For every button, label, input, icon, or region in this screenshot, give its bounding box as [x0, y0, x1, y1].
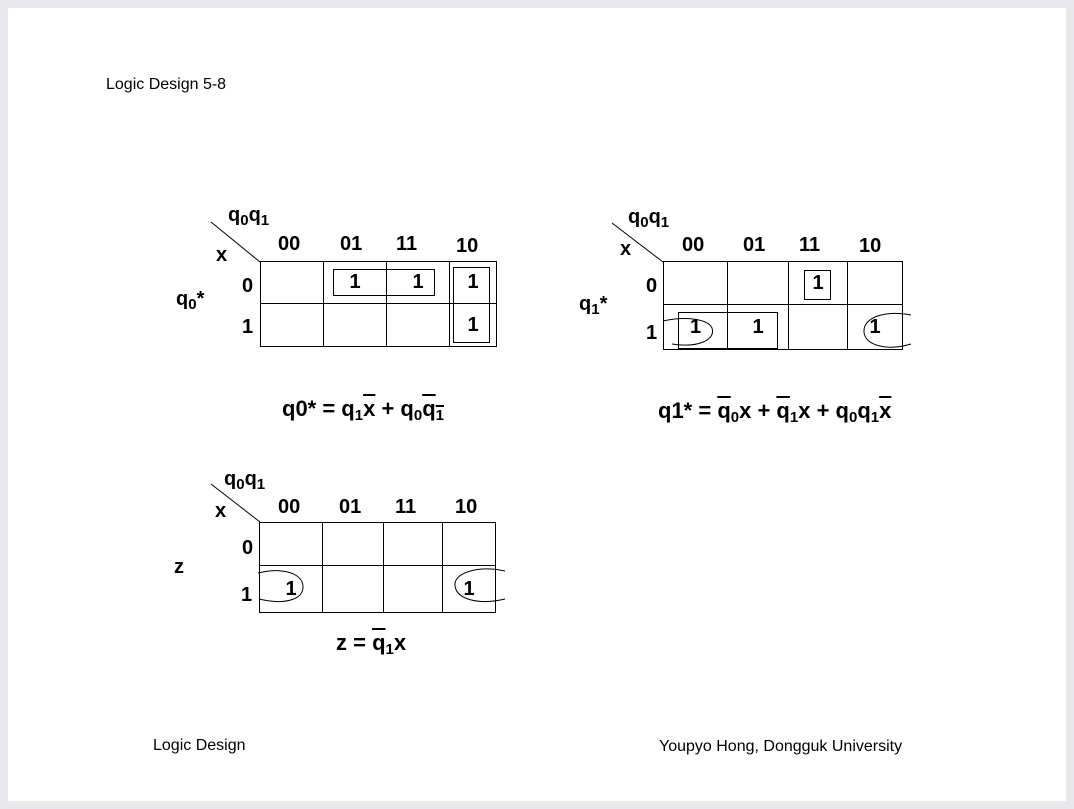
kmap-q0-col-01: 01: [340, 233, 363, 255]
kmap-q0-row-var: x: [216, 244, 228, 266]
kmap-cell: 1: [663, 304, 728, 350]
kmap-q1-row-var: x: [620, 238, 632, 260]
kmap-q1-grid: 1 1 1 1: [663, 261, 903, 350]
kmap-q0-col-var: q0q1: [228, 204, 270, 229]
kmap-q1-col-10: 10: [859, 235, 882, 257]
kmap-q0-col-10: 10: [456, 235, 479, 257]
slide: Logic Design 5-8 q0q1 x q0* 00 01 11 10 …: [8, 8, 1066, 801]
kmap-q0-row-0: 0: [242, 275, 254, 297]
kmap-cell: [383, 565, 443, 613]
kmap-q0-output-label: q0*: [176, 288, 205, 313]
kmap-cell: [663, 261, 728, 305]
kmap-q1-col-var: q0q1: [628, 206, 670, 231]
kmap-q1-row-1: 1: [646, 322, 658, 344]
kmap-z-equation: z = q1x: [336, 630, 407, 658]
footer-author: Youpyo Hong, Dongguk University: [659, 738, 903, 755]
footer-course: Logic Design: [153, 737, 246, 754]
kmap-q0-row-1: 1: [242, 316, 254, 338]
kmap-q0-group-box: [333, 269, 435, 296]
kmap-z-col-11: 11: [395, 496, 417, 518]
kmap-q1-wraparound-loops: [662, 313, 912, 348]
kmap-q1-col-01: 01: [743, 234, 766, 256]
slide-header: Logic Design 5-8: [106, 76, 227, 93]
kmap-cell: 1: [788, 261, 848, 305]
kmap-z-grid: 1 1: [259, 522, 496, 613]
kmap-q1-col-00: 00: [682, 234, 705, 256]
kmap-z-output-label: z: [174, 556, 184, 578]
kmap-z-row-0: 0: [242, 537, 254, 559]
kmap-cell: [386, 303, 450, 347]
kmap-cell: [323, 303, 387, 347]
kmap-q1-equation: q1* = q0x + q1x + q0q1x: [658, 398, 892, 426]
kmap-z-row-var: x: [215, 500, 227, 522]
kmap-z-corner-line: [210, 483, 261, 523]
kmap-cell: [727, 261, 789, 305]
kmap-q1-group-box: [678, 312, 778, 349]
kmap-q1-group-box: [804, 270, 831, 300]
kmap-cell: 1: [442, 565, 496, 613]
kmap-q0-col-00: 00: [278, 233, 301, 255]
kmap-q1-col-11: 11: [799, 234, 821, 256]
kmap-cell: 1: [727, 304, 789, 350]
kmap-z-col-01: 01: [339, 496, 362, 518]
kmap-q0-col-11: 11: [396, 233, 418, 255]
kmap-q0-equation: q0* = q1x + q0q1: [282, 396, 444, 424]
kmap-cell: [260, 303, 324, 347]
kmap-q0-group-box: [453, 267, 490, 343]
kmap-cell: 1: [847, 304, 903, 350]
kmap-z-col-10: 10: [455, 496, 478, 518]
kmap-q1-row-0: 0: [646, 275, 658, 297]
kmap-z-wraparound-loops: [257, 568, 506, 602]
kmap-z-col-00: 00: [278, 496, 301, 518]
kmap-q0-corner-line: [210, 221, 261, 263]
kmap-q1-corner-line: [611, 222, 664, 263]
kmap-cell: [259, 522, 323, 566]
kmap-z-col-var: q0q1: [224, 468, 266, 493]
kmap-q1-output-label: q1*: [579, 293, 608, 318]
kmap-z-row-1: 1: [241, 584, 253, 606]
